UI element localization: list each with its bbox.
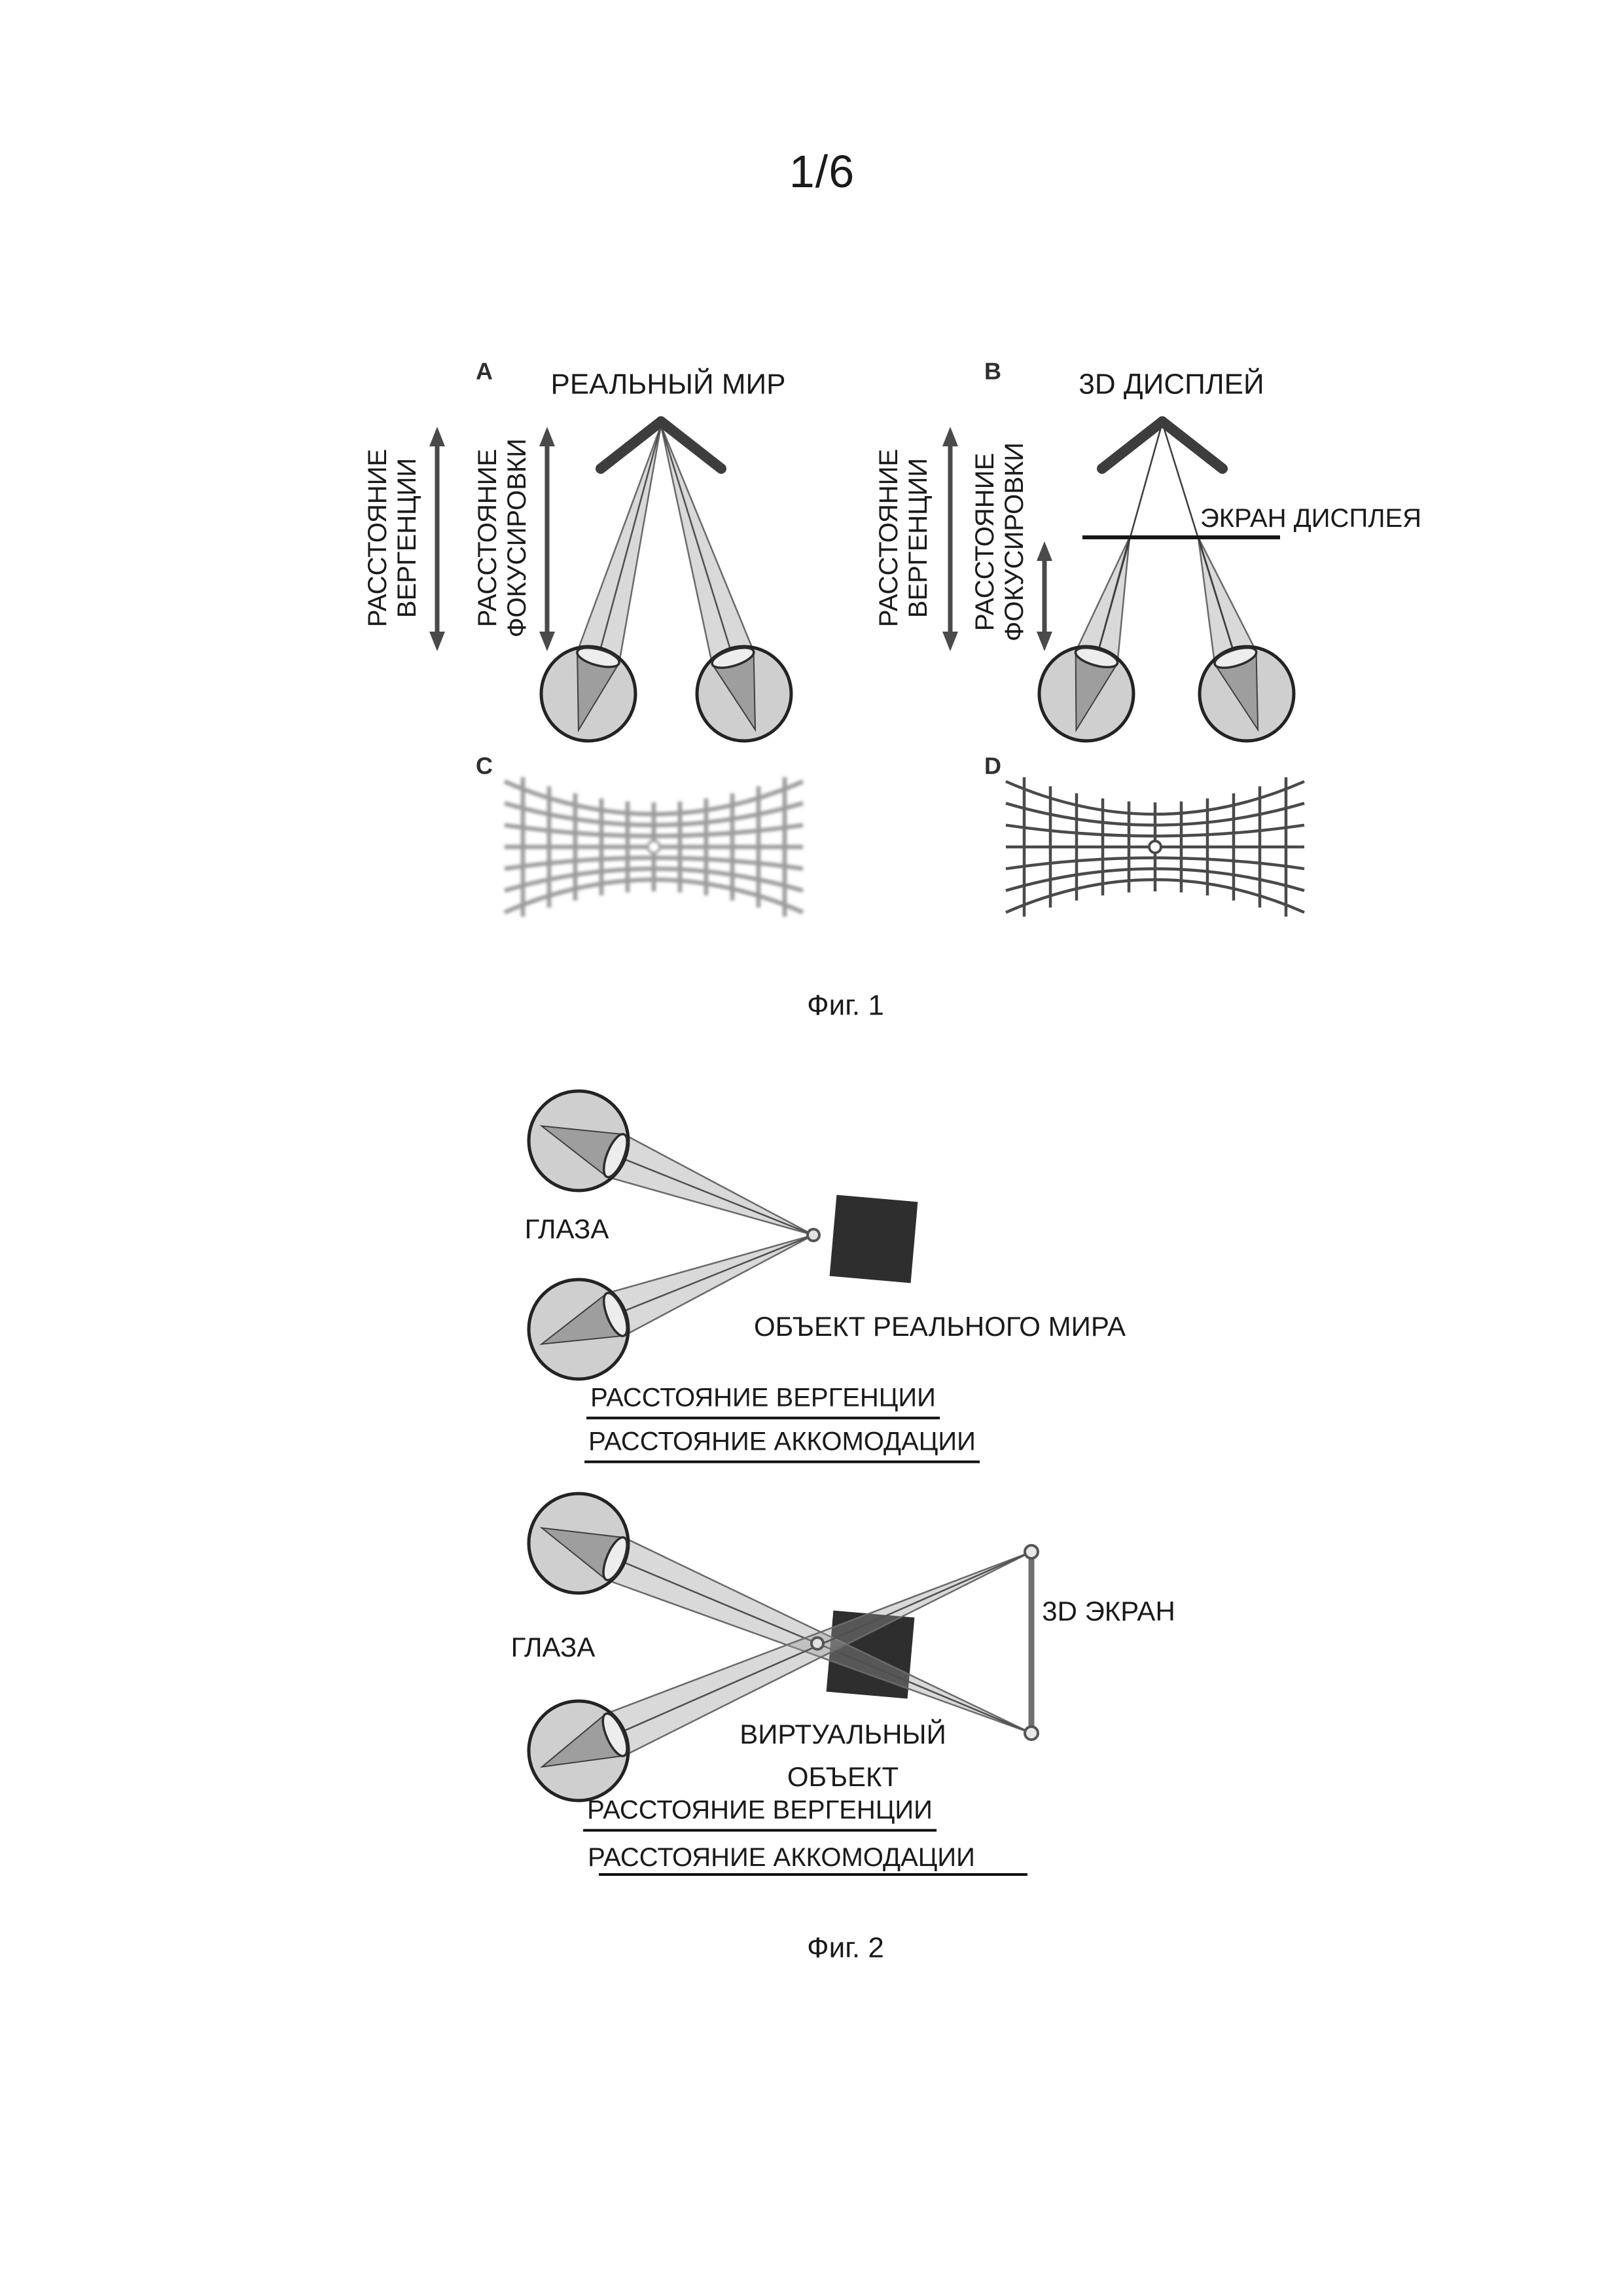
panel-d-letter: D	[984, 752, 1001, 780]
panel-a-real-world-diagram	[429, 416, 793, 743]
panel-a-letter: A	[476, 357, 493, 385]
panel-c-retinal-grid	[503, 777, 804, 917]
panel-b-vergence-distance-label: РАССТОЯНИЕ ВЕРГЕНЦИИ	[874, 448, 933, 628]
page-number: 1/6	[789, 146, 855, 197]
panel-b-letter: B	[984, 357, 1001, 385]
panel-c-letter: C	[476, 752, 493, 780]
fig2-top-eyes-label: ГЛАЗА	[524, 1213, 609, 1244]
panel-b-focus-distance-label: РАССТОЯНИЕ ФОКУСИРОВКИ	[971, 442, 1029, 641]
fig2-real-object-diagram	[527, 1089, 918, 1381]
accommodation-underline-extension	[599, 1873, 1027, 1876]
panel-a-focus-distance-label: РАССТОЯНИЕ ФОКУСИРОВКИ	[473, 439, 531, 637]
fig2-top-accommodation-distance-label: РАССТОЯНИЕ АККОМОДАЦИИ	[584, 1426, 980, 1463]
fig2-virtual-object-diagram	[527, 1492, 1039, 1803]
panel-a-title: РЕАЛЬНЫЙ МИР	[550, 368, 786, 401]
fig2-bottom-accommodation-distance-label: РАССТОЯНИЕ АККОМОДАЦИИ	[588, 1843, 975, 1872]
virtual-object-label: ВИРТУАЛЬНЫЙ ОБЪЕКТ	[740, 1718, 946, 1792]
fig2-bottom-eyes-label: ГЛАЗА	[510, 1631, 596, 1662]
panel-b-title: 3D ДИСПЛЕЙ	[1079, 368, 1264, 401]
fig2-bottom-vergence-distance-label: РАССТОЯНИЕ ВЕРГЕНЦИИ	[583, 1795, 936, 1832]
fig2-caption: Фиг. 2	[807, 1931, 884, 1964]
panel-d-retinal-grid	[1005, 777, 1305, 917]
display-screen-label: ЭКРАН ДИСПЛЕЯ	[1200, 504, 1422, 533]
real-world-object-label: ОБЪЕКТ РЕАЛЬНОГО МИРА	[753, 1310, 1126, 1342]
3d-screen-label: 3D ЭКРАН	[1042, 1595, 1175, 1626]
panel-a-vergence-distance-label: РАССТОЯНИЕ ВЕРГЕНЦИИ	[363, 448, 421, 628]
fig1-caption: Фиг. 1	[807, 989, 884, 1022]
fig2-top-vergence-distance-label: РАССТОЯНИЕ ВЕРГЕНЦИИ	[586, 1382, 940, 1420]
panel-b-3d-display-diagram	[942, 416, 1296, 743]
